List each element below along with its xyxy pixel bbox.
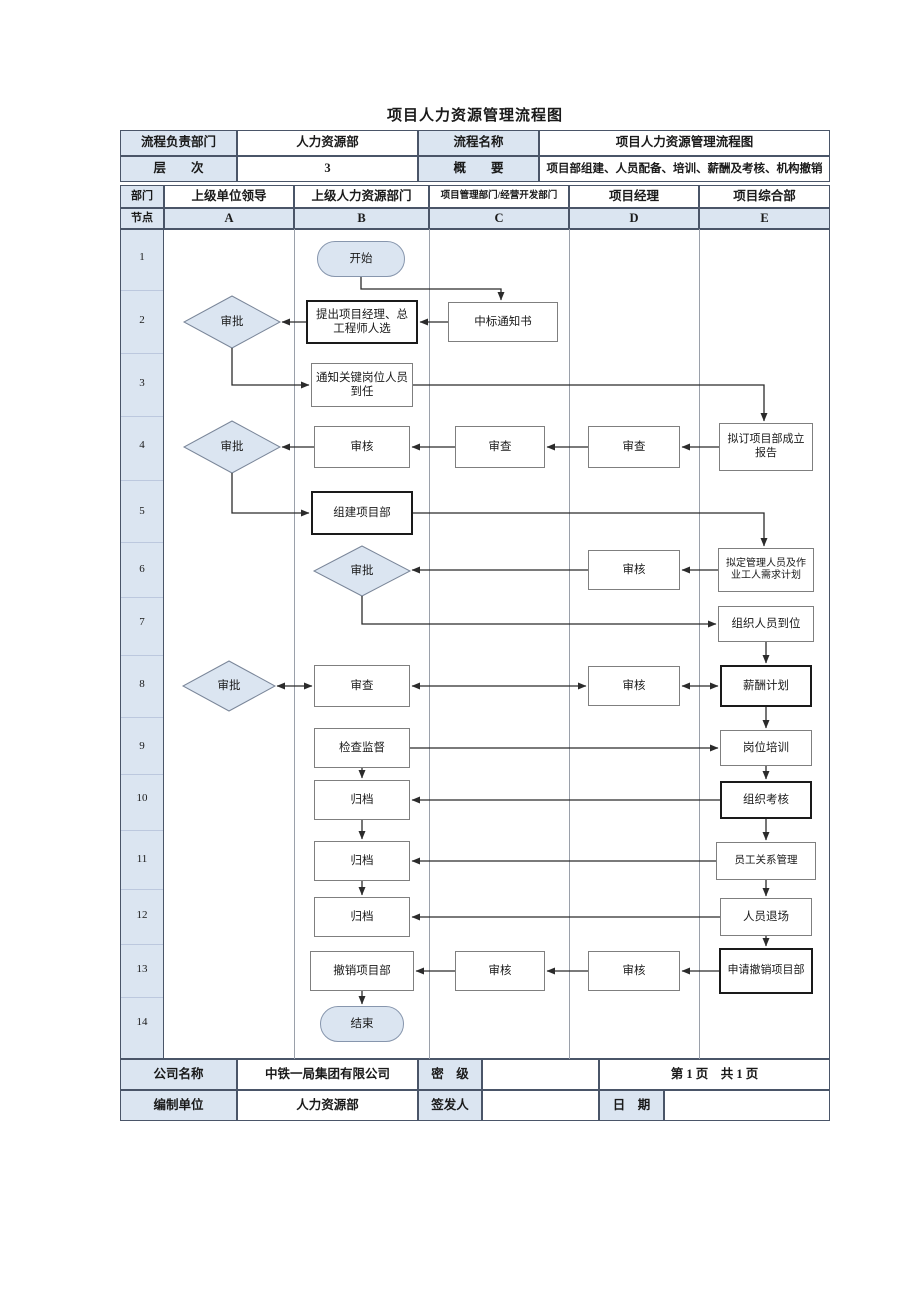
- info-name-value: 项目人力资源管理流程图: [539, 130, 830, 156]
- node-archive-12: 归档: [314, 897, 410, 937]
- row-number: 12: [136, 909, 148, 921]
- info-owner-value: 人力资源部: [237, 130, 418, 156]
- row-separator: [121, 597, 163, 598]
- row-separator: [121, 889, 163, 890]
- node-bid-notice: 中标通知书: [448, 302, 558, 342]
- lane-key-a: A: [164, 208, 294, 229]
- row-separator: [121, 997, 163, 998]
- row-number: 3: [139, 377, 145, 389]
- row-number: 2: [139, 314, 145, 326]
- node-check-c4: 审查: [455, 426, 545, 468]
- row-number: 13: [136, 963, 148, 975]
- row-separator: [121, 774, 163, 775]
- lane-dept-b: 上级人力资源部门: [294, 185, 429, 208]
- node-staff-demand-plan: 拟定管理人员及作业工人需求计划: [718, 548, 814, 592]
- footer-security-value: [482, 1059, 599, 1090]
- row-number: 5: [139, 505, 145, 517]
- row-number: 6: [139, 563, 145, 575]
- node-org-assessment: 组织考核: [720, 781, 812, 819]
- row-separator: [121, 290, 163, 291]
- node-approve-6-decision: 审批: [350, 564, 374, 577]
- node-archive-10: 归档: [314, 780, 410, 820]
- node-job-training: 岗位培训: [720, 730, 812, 766]
- row-number: 10: [136, 792, 148, 804]
- node-propose-managers: 提出项目经理、总工程师人选: [306, 300, 418, 344]
- node-review-d13: 审核: [588, 951, 680, 991]
- row-separator: [121, 944, 163, 945]
- row-number: 7: [139, 616, 145, 628]
- row-separator: [121, 542, 163, 543]
- row-number: 14: [136, 1016, 148, 1028]
- lane-divider-bc: [429, 229, 430, 1059]
- node-form-project-dept: 组建项目部: [311, 491, 413, 535]
- row-number: 11: [136, 853, 148, 865]
- footer-date-label: 日 期: [599, 1090, 664, 1121]
- row-separator: [121, 830, 163, 831]
- footer-signer-value: [482, 1090, 599, 1121]
- node-draft-setup-report: 拟订项目部成立报告: [719, 423, 813, 471]
- lane-key-d: D: [569, 208, 699, 229]
- row-number: 4: [139, 439, 145, 451]
- node-review-c13: 审核: [455, 951, 545, 991]
- row-separator: [121, 717, 163, 718]
- lane-key-c: C: [429, 208, 569, 229]
- node-review-d8: 审核: [588, 666, 680, 706]
- node-cancel-project-dept: 撤销项目部: [310, 951, 414, 991]
- footer-issuer-value: 人力资源部: [237, 1090, 418, 1121]
- footer-signer-label: 签发人: [418, 1090, 482, 1121]
- node-employee-relations: 员工关系管理: [716, 842, 816, 880]
- lane-key-b: B: [294, 208, 429, 229]
- node-check-b8: 审查: [314, 665, 410, 707]
- node-notify-key-staff: 通知关键岗位人员到任: [311, 363, 413, 407]
- lane-dept-d: 项目经理: [569, 185, 699, 208]
- node-review-d6: 审核: [588, 550, 680, 590]
- info-level-value: 3: [237, 156, 418, 182]
- node-staff-in-place: 组织人员到位: [718, 606, 814, 642]
- footer-company-label: 公司名称: [120, 1059, 237, 1090]
- node-archive-11: 归档: [314, 841, 410, 881]
- footer-company-value: 中铁一局集团有限公司: [237, 1059, 418, 1090]
- page-title: 项目人力资源管理流程图: [386, 108, 563, 124]
- lane-divider-de: [699, 229, 700, 1059]
- row-separator: [121, 480, 163, 481]
- row-number: 9: [139, 740, 145, 752]
- node-approve-8-decision: 审批: [217, 679, 241, 692]
- row-separator: [121, 655, 163, 656]
- node-inspect-supervise: 检查监督: [314, 728, 410, 768]
- node-review-b4: 审核: [314, 426, 410, 468]
- row-separator: [121, 353, 163, 354]
- info-summary-label: 概 要: [418, 156, 539, 182]
- lane-dept-label: 部门: [120, 185, 164, 208]
- node-approve-4-decision: 审批: [220, 440, 244, 453]
- info-name-label: 流程名称: [418, 130, 539, 156]
- node-approve-2-decision: 审批: [220, 315, 244, 328]
- row-number: 8: [139, 678, 145, 690]
- node-check-d4: 审查: [588, 426, 680, 468]
- node-apply-cancel-dept: 申请撤销项目部: [719, 948, 813, 994]
- lane-divider-ab: [294, 229, 295, 1059]
- row-separator: [121, 416, 163, 417]
- lane-dept-c: 项目管理部门/经营开发部门: [429, 185, 569, 208]
- lane-dept-a: 上级单位领导: [164, 185, 294, 208]
- info-level-label: 层 次: [120, 156, 237, 182]
- node-start-terminator: 开始: [317, 241, 405, 277]
- info-summary-value: 项目部组建、人员配备、培训、薪酬及考核、机构撤销: [539, 156, 830, 182]
- footer-issuer-label: 编制单位: [120, 1090, 237, 1121]
- lane-key-e: E: [699, 208, 830, 229]
- row-number-column: [120, 229, 164, 1059]
- lane-dept-e: 项目综合部: [699, 185, 830, 208]
- info-owner-label: 流程负责部门: [120, 130, 237, 156]
- node-end-terminator: 结束: [320, 1006, 404, 1042]
- footer-date-value: [664, 1090, 830, 1121]
- row-number: 1: [139, 251, 145, 263]
- node-salary-plan: 薪酬计划: [720, 665, 812, 707]
- node-staff-exit: 人员退场: [720, 898, 812, 936]
- lane-divider-cd: [569, 229, 570, 1059]
- lane-node-label: 节点: [120, 208, 164, 229]
- footer-security-label: 密 级: [418, 1059, 482, 1090]
- footer-page-info: 第 1 页 共 1 页: [599, 1059, 830, 1090]
